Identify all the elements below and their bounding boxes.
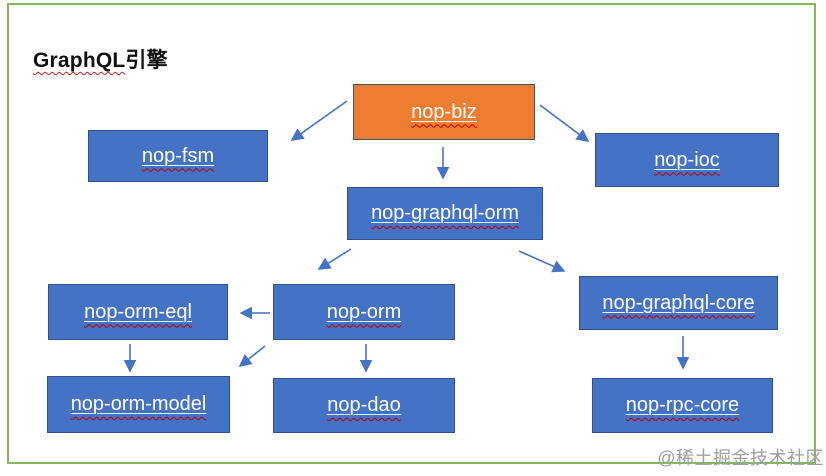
node-label-text: nop-orm xyxy=(326,300,402,323)
node-label: nop-ioc xyxy=(654,149,720,172)
node-nop-ioc[interactable]: nop-ioc xyxy=(595,133,779,187)
node-label-text: nop-ioc xyxy=(654,148,720,171)
watermark: @稀土掘金技术社区 xyxy=(657,448,824,468)
title-latin: GraphQL xyxy=(33,49,126,72)
node-label-text: nop-graphql-orm xyxy=(371,202,519,224)
node-nop-orm-eql[interactable]: nop-orm-eql xyxy=(48,284,228,340)
title-cjk: 引擎 xyxy=(125,49,168,72)
node-nop-orm[interactable]: nop-orm xyxy=(273,284,455,340)
node-label-text: nop-orm-model xyxy=(70,393,207,415)
node-label-text: nop-dao xyxy=(327,394,401,416)
node-label-text: nop-graphql-core xyxy=(602,291,755,314)
node-label: nop-rpc-core xyxy=(626,394,739,417)
node-nop-dao[interactable]: nop-dao xyxy=(273,378,455,433)
node-label-text: nop-rpc-core xyxy=(625,394,740,416)
node-label-text: nop-orm-eql xyxy=(84,300,192,323)
node-nop-graphql-orm[interactable]: nop-graphql-orm xyxy=(347,187,543,240)
diagram-title: GraphQL引擎 xyxy=(33,44,168,74)
node-nop-fsm[interactable]: nop-fsm xyxy=(88,130,268,182)
arrow-orm-to-orm-model xyxy=(238,345,266,367)
arrow-biz-to-ioc xyxy=(539,104,590,142)
node-label: nop-graphql-core xyxy=(602,292,754,315)
node-label: nop-graphql-orm xyxy=(371,202,519,225)
node-label: nop-fsm xyxy=(142,145,214,168)
node-label: nop-orm-model xyxy=(71,393,207,416)
node-label-text: nop-fsm xyxy=(141,144,215,167)
node-nop-orm-model[interactable]: nop-orm-model xyxy=(47,376,230,433)
arrow-graphql-orm-to-orm xyxy=(317,248,352,270)
node-label-text: nop-biz xyxy=(411,100,477,123)
node-label: nop-biz xyxy=(411,101,477,124)
node-label: nop-dao xyxy=(327,394,400,417)
node-label: nop-orm-eql xyxy=(84,301,192,324)
arrow-graphql-orm-to-graphql-core xyxy=(518,250,566,273)
arrow-biz-to-fsm xyxy=(290,100,348,141)
node-label: nop-orm xyxy=(327,301,401,324)
node-nop-biz[interactable]: nop-biz xyxy=(353,84,535,140)
node-nop-rpc-core[interactable]: nop-rpc-core xyxy=(592,378,773,433)
node-nop-graphql-core[interactable]: nop-graphql-core xyxy=(579,276,778,330)
